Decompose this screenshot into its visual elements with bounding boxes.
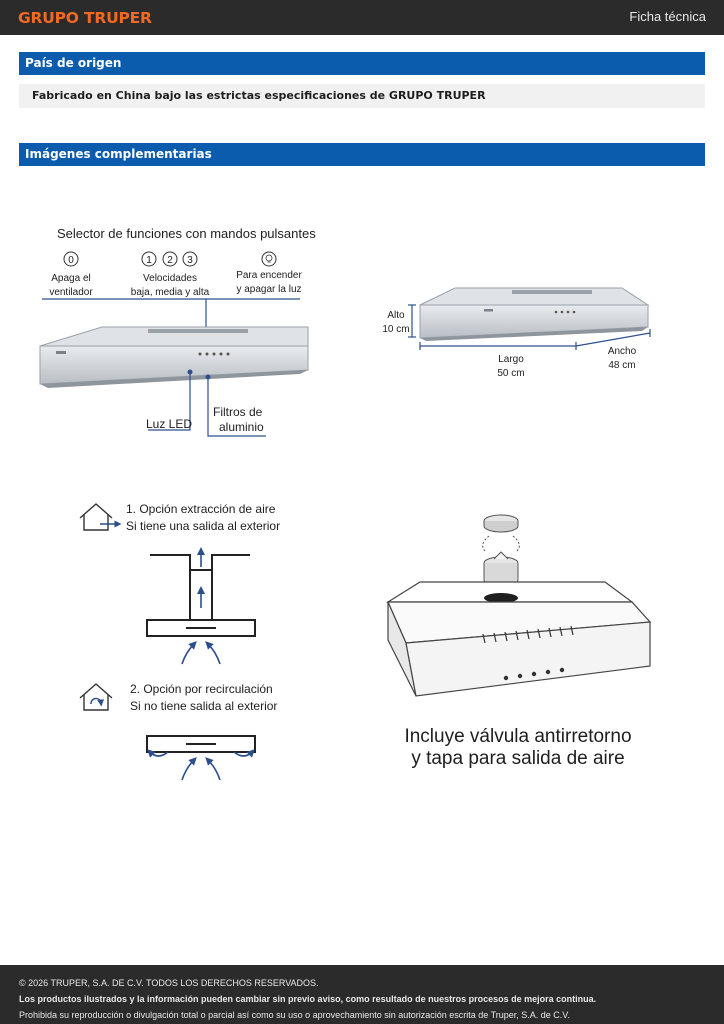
button-speed-1-icon: 1 bbox=[141, 251, 157, 267]
top-bar: GRUPO TRUPER Ficha técnica bbox=[0, 0, 724, 35]
extraction-description: Si tiene una salida al exterior bbox=[126, 519, 280, 533]
house-recirculation-icon bbox=[79, 683, 113, 711]
filters-label-line2: aluminio bbox=[219, 420, 264, 434]
width-label: Ancho bbox=[608, 346, 637, 357]
valve-caption-line1: Incluye válvula antirretorno bbox=[404, 726, 631, 747]
controls-title: Selector de funciones con mandos pulsant… bbox=[57, 226, 316, 241]
length-label: Largo bbox=[498, 354, 524, 365]
dimensions-figure: Alto 10 cm Largo 50 cm Ancho 48 cm bbox=[382, 287, 651, 379]
product-illustrations: Selector de funciones con mandos pulsant… bbox=[39, 226, 652, 781]
recirculation-description: Si no tiene salida al exterior bbox=[130, 699, 277, 713]
svg-text:3: 3 bbox=[187, 255, 193, 266]
svg-text:0: 0 bbox=[68, 255, 74, 266]
controls-figure: Selector de funciones con mandos pulsant… bbox=[39, 226, 316, 437]
light-label-line1: Para encender bbox=[236, 270, 302, 281]
length-value: 50 cm bbox=[497, 368, 524, 379]
valve-caption-line2: y tapa para salida de aire bbox=[411, 748, 624, 769]
recirculation-title: 2. Opción por recirculación bbox=[130, 682, 273, 696]
off-label-line1: Apaga el bbox=[51, 273, 90, 284]
height-value: 10 cm bbox=[382, 324, 409, 335]
origin-text: Fabricado en China bajo las estrictas es… bbox=[19, 84, 705, 108]
footer: © 2026 TRUPER, S.A. DE C.V. TODOS LOS DE… bbox=[0, 965, 724, 1024]
off-label-line2: ventilador bbox=[49, 287, 93, 298]
svg-text:2: 2 bbox=[167, 255, 173, 266]
recirculation-diagram bbox=[146, 735, 256, 781]
light-label-line2: y apagar la luz bbox=[236, 284, 301, 295]
light-bulb-icon bbox=[261, 251, 277, 267]
origin-heading: País de origen bbox=[19, 52, 705, 75]
button-speed-2-icon: 2 bbox=[162, 251, 178, 267]
footer-prohibition: Prohibida su reproducción o divulgación … bbox=[19, 1010, 570, 1020]
extraction-title: 1. Opción extracción de aire bbox=[126, 502, 276, 516]
svg-text:1: 1 bbox=[146, 255, 152, 266]
backflow-valve-icon bbox=[483, 551, 519, 587]
brand-logo: GRUPO TRUPER bbox=[18, 9, 152, 27]
images-heading: Imágenes complementarias bbox=[19, 143, 705, 166]
air-outlet-cap-icon bbox=[483, 514, 519, 533]
footer-notice: Los productos ilustrados y la informació… bbox=[19, 994, 597, 1004]
range-hood-outline bbox=[385, 581, 652, 697]
extraction-diagram bbox=[146, 547, 256, 665]
led-light-label: Luz LED bbox=[146, 417, 192, 431]
width-value: 48 cm bbox=[608, 360, 635, 371]
range-hood-drawing bbox=[39, 326, 309, 388]
height-label: Alto bbox=[387, 310, 405, 321]
modes-figure: 1. Opción extracción de aire Si tiene un… bbox=[79, 502, 280, 781]
speed-label-line1: Velocidades bbox=[143, 273, 197, 284]
valve-figure: Incluye válvula antirretorno y tapa para… bbox=[385, 514, 652, 769]
house-exhaust-icon bbox=[79, 503, 122, 531]
document-type: Ficha técnica bbox=[629, 9, 706, 24]
button-speed-3-icon: 3 bbox=[182, 251, 198, 267]
footer-copyright: © 2026 TRUPER, S.A. DE C.V. TODOS LOS DE… bbox=[19, 978, 319, 988]
speed-label-line2: baja, media y alta bbox=[131, 287, 210, 298]
button-off-icon: 0 bbox=[63, 251, 79, 267]
filters-label-line1: Filtros de bbox=[213, 405, 263, 419]
